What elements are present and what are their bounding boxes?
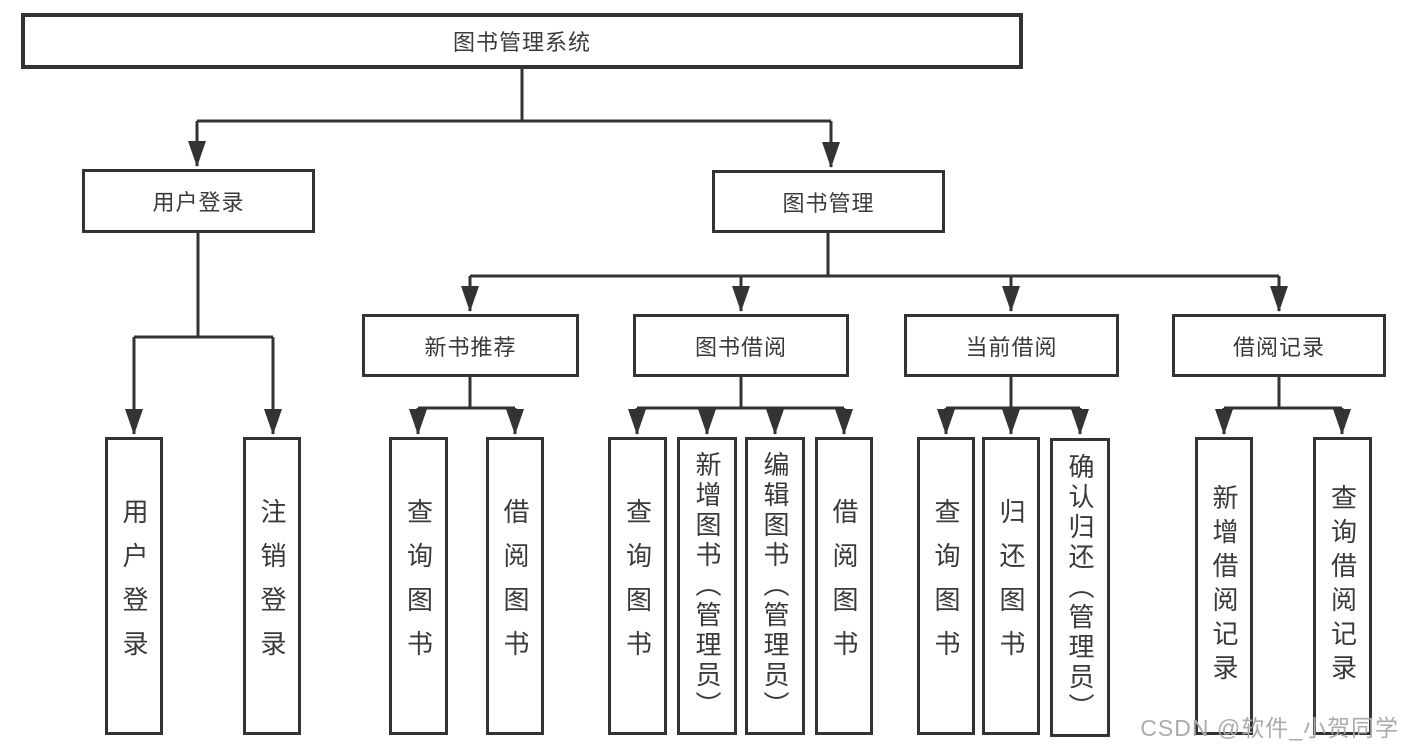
- leaf-add-book-admin: 新增图书（管理员）: [677, 437, 737, 735]
- node-current-borrow: 当前借阅: [904, 314, 1119, 377]
- node-root: 图书管理系统: [21, 13, 1023, 69]
- leaf-user-login: 用户登录: [105, 437, 163, 735]
- leaf-edit-book-admin: 编辑图书（管理员）: [745, 437, 805, 735]
- leaf-query-book-borrow: 查询图书: [608, 437, 667, 735]
- node-user-login: 用户登录: [82, 169, 315, 233]
- leaf-query-book-recommend: 查询图书: [389, 437, 448, 735]
- csdn-watermark: CSDN @软件_小贺同学: [1140, 715, 1399, 741]
- node-book-management: 图书管理: [712, 170, 945, 233]
- leaf-query-borrow-record: 查询借阅记录: [1313, 437, 1372, 735]
- node-borrow-records: 借阅记录: [1172, 314, 1386, 377]
- leaf-borrow-book: 借阅图书: [815, 437, 873, 735]
- leaf-return-book: 归还图书: [982, 437, 1040, 735]
- leaf-logout: 注销登录: [243, 437, 301, 735]
- leaf-confirm-return-admin: 确认归还（管理员）: [1050, 438, 1110, 737]
- leaf-borrow-book-recommend: 借阅图书: [486, 437, 544, 735]
- leaf-query-book-current: 查询图书: [917, 437, 975, 735]
- node-new-book-recommend: 新书推荐: [362, 314, 579, 377]
- node-book-borrow: 图书借阅: [633, 314, 849, 377]
- leaf-add-borrow-record: 新增借阅记录: [1195, 437, 1253, 735]
